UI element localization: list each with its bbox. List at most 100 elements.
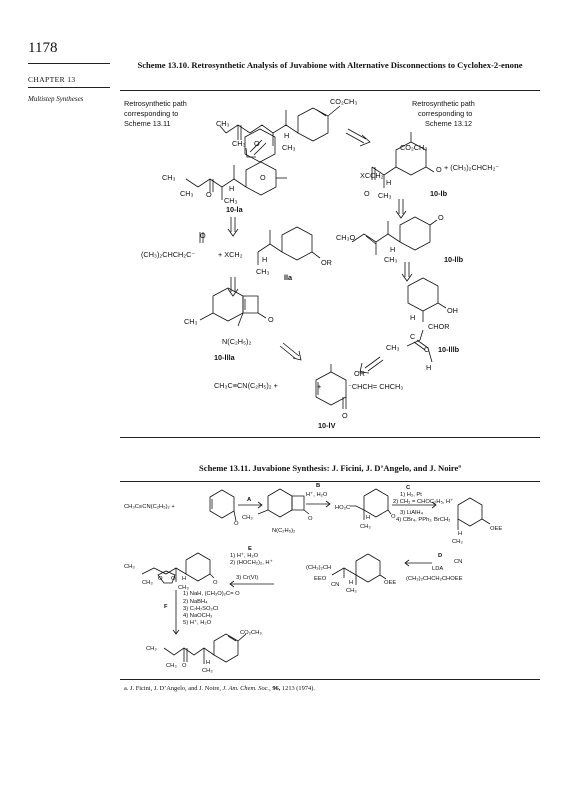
path-right-line-3: Scheme 13.12: [425, 119, 472, 128]
label-10-la: 10-la: [226, 205, 244, 214]
lb-co2ch3: CO₂CH₃: [400, 143, 427, 152]
retro-arrow-3: [227, 217, 239, 237]
s2-ketal-ch3-low: CH₃: [142, 580, 153, 586]
lla-h: H: [262, 255, 267, 264]
path-left-line-3: Scheme 13.11: [124, 119, 171, 128]
lv-plus: +: [317, 382, 321, 391]
s2-step-e: E: [248, 546, 252, 552]
s2-final-ch3-low: CH₃: [166, 663, 177, 669]
s2-ketal-h: H: [182, 576, 186, 582]
lla-acyl-o: O: [200, 231, 206, 240]
llb-ch3: CH₃: [384, 255, 398, 264]
top-ch3-left: CH₃: [216, 119, 230, 128]
s2-step-d-reagent: LDA: [432, 566, 443, 572]
s2-ynamine: CH₃C≡CN(C₂H₅)₂ +: [124, 504, 175, 510]
s2-ketal-ch3-right: CH₃: [178, 585, 189, 591]
s2-final-ch3-left: CH₃: [146, 646, 157, 652]
s2-step-e-r1: 1) H⁺, H₂O: [230, 552, 259, 559]
page-number: 1178: [28, 40, 58, 56]
footnote-authors: a. J. Ficini, J. D’Angelo, and J. Noire,: [124, 685, 221, 692]
section-label: Multistep Syntheses: [28, 95, 84, 103]
s2-cyanohydrin: (CH₃)₂CHCH₂CHOEE: [406, 576, 463, 582]
label-10-llla: 10-llla: [214, 353, 236, 362]
s2-step-d: D: [438, 553, 442, 559]
s2-step-f-r3: 3) C₇H₇SO₂Cl: [183, 606, 218, 612]
top-ch3-right: CH₃: [282, 143, 296, 152]
label-10-llb: 10-llb: [444, 255, 464, 264]
top-ch3-low: CH₃: [232, 139, 246, 148]
s2-adduct-net2: N(C₂H₅)₂: [272, 528, 295, 534]
label-lla: lla: [284, 273, 293, 282]
lla-acyl-anion: (CH₃)₂CHCH₂C⁻: [141, 250, 195, 259]
s2-final-ch3-right: CH₃: [202, 668, 213, 674]
s2-adduct-ch3: CH₃: [242, 515, 253, 521]
structure-lla: [199, 226, 321, 265]
s2-final-co2ch3: CO₂CH₃: [240, 630, 262, 636]
chapter-label: CHAPTER 13: [28, 75, 76, 84]
scheme-13-11-caption: Scheme 13.11. Juvabione Synthesis: J. Fi…: [199, 463, 461, 473]
structure-10-lv: [315, 364, 347, 409]
scheme-13-11-top-rule: [120, 481, 540, 482]
s2-ketal-o1: O: [158, 576, 163, 582]
s2-step-c: C: [406, 485, 411, 491]
lv-or: OR: [354, 369, 365, 378]
s2-step-a: A: [247, 497, 252, 503]
llb-h: H: [390, 245, 395, 254]
s2-step-c-r1: 1) H₂, Pt: [400, 492, 422, 498]
retro-arrow-7: [279, 342, 302, 361]
lv-o: O: [342, 411, 348, 420]
s2-enone-o: O: [234, 521, 239, 527]
footnote: a. J. Ficini, J. D’Angelo, and J. Noire,…: [124, 685, 315, 692]
la-ch3-right: CH₃: [224, 196, 238, 205]
s2-cn: CN: [454, 559, 462, 565]
s2-ho2c: HO₂C: [335, 505, 350, 511]
lllb-h-lower: H: [426, 363, 431, 372]
path-left-line-1: Retrosynthetic path: [124, 99, 187, 108]
footnote-pages: 1213 (1974).: [281, 685, 315, 692]
structure-10-lb: [371, 132, 435, 188]
lb-o-ester: O: [364, 189, 370, 198]
retro-arrow-4: [395, 199, 407, 219]
s2-ketal-o: O: [213, 580, 218, 586]
lllb-chor: CHOR: [428, 322, 450, 331]
structure-10-llla: [199, 287, 267, 327]
retro-arrow-6: [401, 262, 413, 282]
s2-adduct-o: O: [308, 516, 313, 522]
lllb-c-lower: C: [424, 345, 429, 354]
label-10-lllb: 10-lllb: [438, 345, 460, 354]
s2-step-f-r1: 1) NaH, (CH₃O)₂C= O: [183, 591, 240, 597]
retro-arrow-2: [345, 128, 371, 147]
s2-step-e-r3: 3) Cr(VI): [236, 575, 258, 581]
s2-final-o: O: [182, 663, 187, 669]
s2-bromide-ch3: CH₃: [452, 539, 463, 545]
path-left-line-2: corresponding to: [124, 109, 178, 118]
llla-net2: N(C₂H₅)₂: [222, 337, 251, 346]
s2-step-f-r5: 5) H⁺, H₂O: [183, 619, 212, 626]
lb-o: O: [436, 165, 442, 174]
footnote-journal: J. Am. Chem. Soc.,: [222, 685, 271, 692]
structure-10-lllb: [406, 277, 447, 363]
lb-ch3: CH₃: [378, 191, 392, 200]
retro-arrow-5: [227, 277, 239, 297]
margin-rule-bottom: [28, 87, 110, 88]
lllb-h: H: [410, 313, 415, 322]
retro-arrow-8: [359, 356, 384, 374]
structure-10-llb: [351, 216, 438, 255]
s2-nitrile-eeo: EEO: [314, 576, 327, 582]
lb-xcch2: XCCH₂: [360, 171, 384, 180]
s2-step-b-reagent: H⁺, H₂O: [306, 491, 328, 498]
la-h: H: [229, 184, 234, 193]
s2-nitrile-oee: OEE: [384, 580, 396, 586]
lllb-oh: OH: [447, 306, 458, 315]
llb-ch3o: CH₃O: [336, 233, 356, 242]
lllb-c-upper: C: [410, 332, 415, 341]
scheme-13-11-bottom-rule: [120, 679, 540, 680]
la-ring-o: O: [260, 173, 266, 182]
s2-acid-ch3: CH₃: [360, 524, 371, 530]
s2-acid-o: O: [391, 514, 396, 520]
la-ch3-low: CH₃: [180, 189, 194, 198]
scheme-13-10-bottom-rule: [120, 437, 540, 438]
s2-acid-h: H: [366, 515, 370, 521]
